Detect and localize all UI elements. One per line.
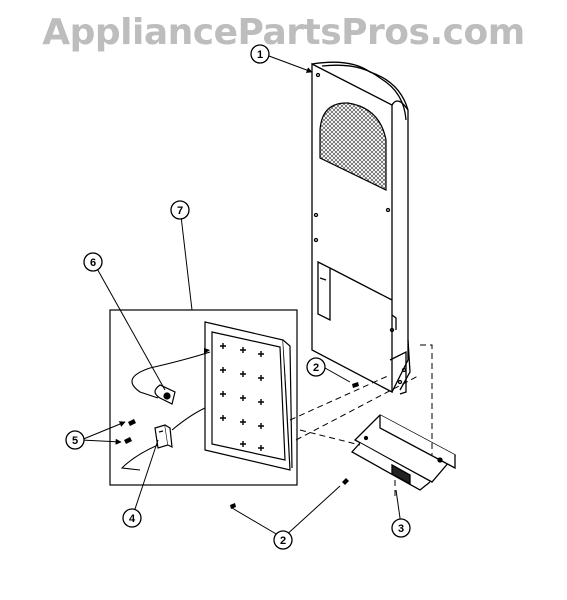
callout-4-label: 4 bbox=[129, 513, 136, 525]
callout-3-label: 3 bbox=[398, 523, 404, 535]
callout-1-label: 1 bbox=[257, 49, 263, 61]
callout-1: 1 bbox=[250, 44, 270, 64]
callout-5: 5 bbox=[65, 430, 85, 450]
heater-assembly-frame bbox=[109, 309, 298, 486]
callout-6-label: 6 bbox=[90, 257, 96, 269]
callout-2b: 2 bbox=[273, 530, 293, 550]
thermostat bbox=[154, 384, 176, 405]
callout-6: 6 bbox=[83, 252, 103, 272]
callout-3: 3 bbox=[391, 518, 411, 538]
callout-7: 7 bbox=[170, 200, 190, 220]
wire-lower bbox=[120, 444, 159, 471]
heater-coils bbox=[220, 343, 264, 451]
vent-grille bbox=[319, 102, 387, 191]
callout-2a: 2 bbox=[306, 357, 326, 377]
assembly-lines bbox=[289, 344, 433, 500]
callout-2a-label: 2 bbox=[313, 362, 319, 374]
site-watermark: AppliancePartsPros.com bbox=[42, 12, 525, 53]
screws-2 bbox=[230, 382, 359, 509]
mounting-bracket bbox=[350, 414, 457, 491]
callout-5-label: 5 bbox=[72, 435, 78, 447]
screws bbox=[124, 419, 136, 444]
hi-limit-thermostat bbox=[154, 424, 173, 449]
callout-4: 4 bbox=[122, 508, 142, 528]
heater-element bbox=[204, 321, 293, 471]
callout-7-label: 7 bbox=[177, 205, 183, 217]
callout-2b-label: 2 bbox=[280, 535, 286, 547]
leader-lines bbox=[80, 55, 402, 539]
wire-upper bbox=[131, 351, 211, 399]
